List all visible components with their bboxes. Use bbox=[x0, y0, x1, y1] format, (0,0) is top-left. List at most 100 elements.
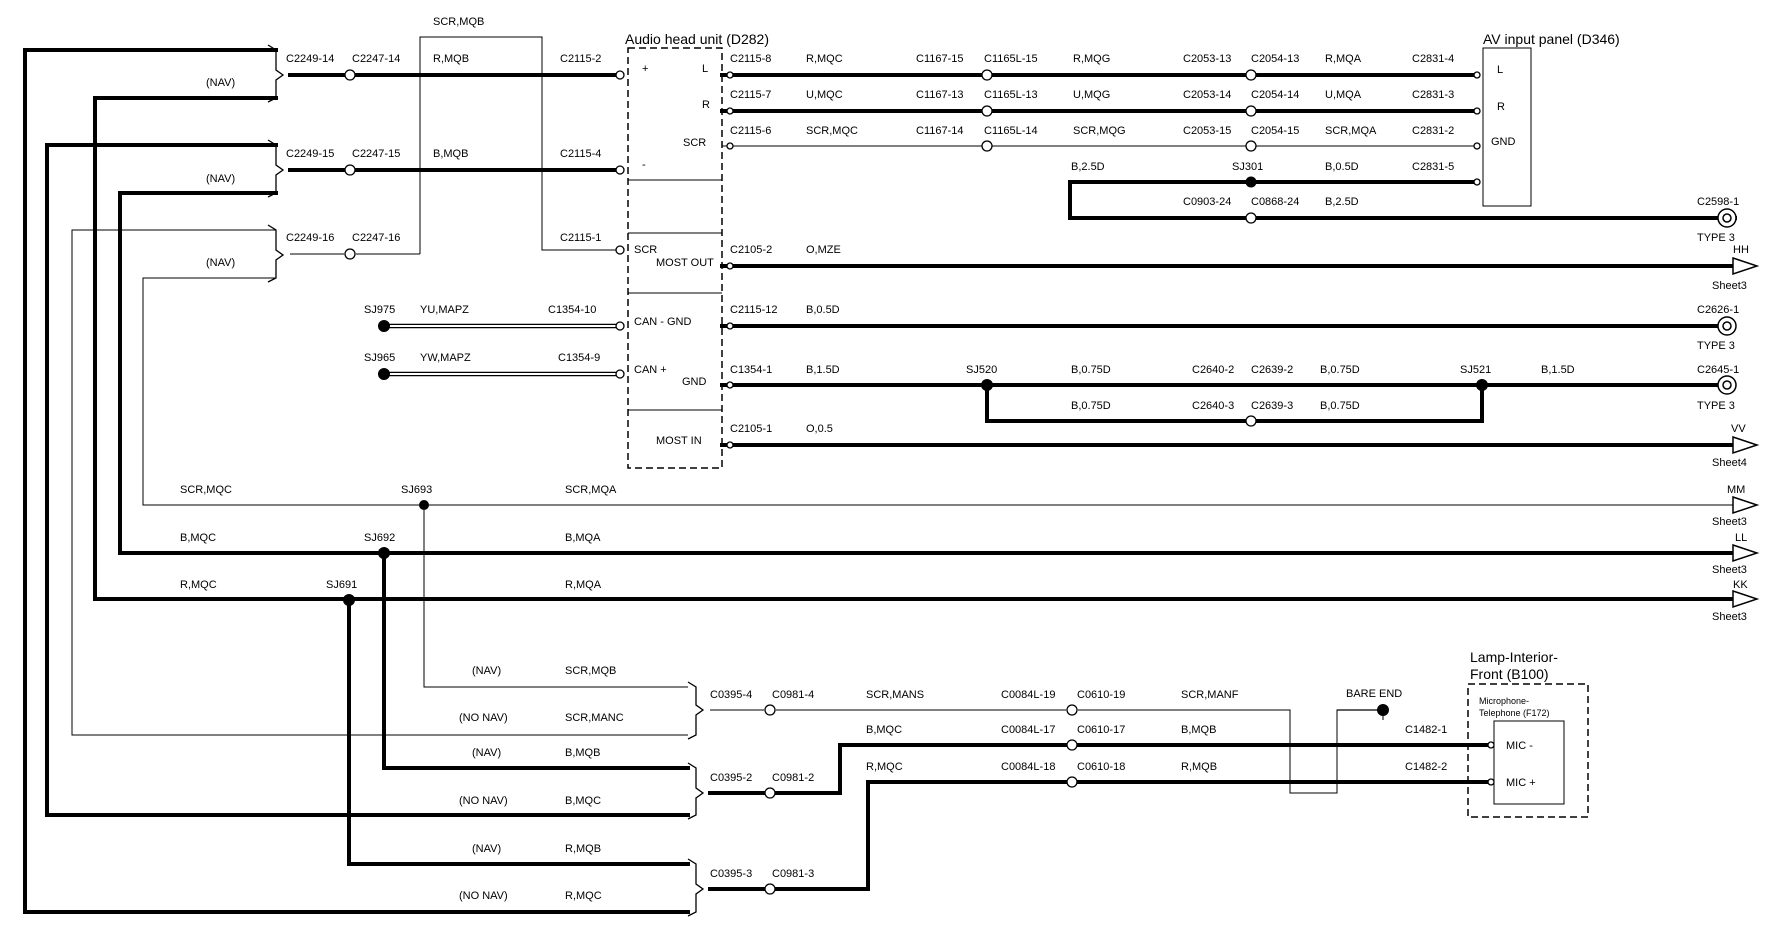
splice-label-sj692: SJ692 bbox=[364, 532, 395, 544]
audio-head-unit-title: Audio head unit (D282) bbox=[625, 31, 769, 47]
wl-r-mqc-low: R,MQC bbox=[565, 890, 602, 902]
conn-c2249-16: C2249-16 bbox=[286, 232, 334, 244]
offsheet-arrow-vv-icon bbox=[1732, 435, 1760, 455]
conn-c2598-1: C2598-1 bbox=[1697, 196, 1739, 208]
wl-r-mqb-mic: R,MQB bbox=[1181, 761, 1217, 773]
conn-c2831-4: C2831-4 bbox=[1412, 53, 1454, 65]
wl-b-mqc-mic: B,MQC bbox=[866, 724, 902, 736]
wl-r-mqc-l: R,MQC bbox=[806, 53, 843, 65]
opt-nav-2: (NAV) bbox=[206, 173, 235, 185]
conn-c2831-5: C2831-5 bbox=[1412, 161, 1454, 173]
pin-scr: SCR bbox=[683, 137, 706, 149]
conn-c0981-3: C0981-3 bbox=[772, 868, 814, 880]
wire-sj692-drop bbox=[382, 551, 690, 770]
wl-scr-mqc-mm: SCR,MQC bbox=[180, 484, 232, 496]
splice-sj965 bbox=[378, 368, 390, 380]
conn-c0903-24: C0903-24 bbox=[1183, 196, 1231, 208]
bracket-c0395-3 bbox=[687, 858, 705, 917]
av-pin-gnd: GND bbox=[1491, 136, 1516, 148]
microphone-telephone-box bbox=[1493, 720, 1565, 805]
offsheet-mm-sheet: Sheet3 bbox=[1712, 516, 1747, 528]
wl-b-mqb-top: B,MQB bbox=[433, 148, 468, 160]
splice-label-sj521: SJ521 bbox=[1460, 364, 1491, 376]
wire-b-mqc-b bbox=[774, 743, 1068, 795]
wire-b-mqb-upper bbox=[118, 191, 1737, 555]
offsheet-arrow-kk-icon bbox=[1732, 589, 1760, 609]
wire-scr-mqc-mm bbox=[142, 277, 1735, 506]
wl-scr-mans: SCR,MANS bbox=[866, 689, 924, 701]
wl-scr-mqc-s: SCR,MQC bbox=[806, 125, 858, 137]
splice-label-sj520: SJ520 bbox=[966, 364, 997, 376]
wire-sj693-drop bbox=[423, 505, 688, 688]
offsheet-arrows bbox=[1732, 256, 1760, 609]
wl-scr-mqb-top: SCR,MQB bbox=[433, 16, 484, 28]
conn-c0084l-19: C0084L-19 bbox=[1001, 689, 1055, 701]
pin-can-plus: CAN + bbox=[634, 364, 667, 376]
conn-c2115-1: C2115-1 bbox=[560, 232, 601, 244]
bracket-c0395-4 bbox=[687, 681, 705, 740]
conn-c1354-9: C1354-9 bbox=[558, 352, 600, 364]
conn-c2053-15: C2053-15 bbox=[1183, 125, 1231, 137]
splice-sj521 bbox=[1476, 379, 1488, 391]
wl-b-1-5d-b: B,1.5D bbox=[1541, 364, 1575, 376]
conn-c1165l-14: C1165L-14 bbox=[984, 125, 1038, 137]
conn-c2640-2: C2640-2 bbox=[1192, 364, 1234, 376]
wl-b-mqa-ll: B,MQA bbox=[565, 532, 601, 544]
conn-c2626-1: C2626-1 bbox=[1697, 304, 1739, 316]
pin-l: L bbox=[702, 63, 708, 75]
lamp-interior-front-box bbox=[1467, 683, 1589, 818]
opt-no-nav-5: (NO NAV) bbox=[459, 795, 508, 807]
splice-points bbox=[343, 176, 1488, 716]
conn-c2105-2: C2105-2 bbox=[730, 244, 772, 256]
wire-scr-mqb-shield-loop bbox=[419, 36, 622, 251]
conn-c2249-15: C2249-15 bbox=[286, 148, 334, 160]
wl-b-0-75d-b: B,0.75D bbox=[1320, 364, 1360, 376]
offsheet-ll: LL bbox=[1735, 532, 1747, 544]
conn-c0395-4: C0395-4 bbox=[710, 689, 752, 701]
conn-c2105-1: C2105-1 bbox=[730, 423, 772, 435]
wl-b-0-5d-can: B,0.5D bbox=[806, 304, 840, 316]
wl-r-mqa-l: R,MQA bbox=[1325, 53, 1362, 65]
pin-most-in: MOST IN bbox=[656, 435, 702, 447]
conn-c0084l-17: C0084L-17 bbox=[1001, 724, 1055, 736]
conn-c1482-1: C1482-1 bbox=[1405, 724, 1447, 736]
offsheet-kk-sheet: Sheet3 bbox=[1712, 611, 1747, 623]
ground-eyelets bbox=[1717, 208, 1737, 395]
wl-u-mqc-r: U,MQC bbox=[806, 89, 843, 101]
pin-gnd: GND bbox=[682, 376, 707, 388]
offsheet-ll-sheet: Sheet3 bbox=[1712, 564, 1747, 576]
conn-c2247-14: C2247-14 bbox=[352, 53, 400, 65]
wl-b-mqb-mic: B,MQB bbox=[1181, 724, 1216, 736]
conn-c2645-1: C2645-1 bbox=[1697, 364, 1739, 376]
conn-c2247-15: C2247-15 bbox=[352, 148, 400, 160]
wl-r-mqc-kk: R,MQC bbox=[180, 579, 217, 591]
splice-sj692 bbox=[378, 547, 390, 559]
pin-scr-2: SCR bbox=[634, 244, 657, 256]
wl-r-mqb-low: R,MQB bbox=[565, 843, 601, 855]
conn-c2249-14: C2249-14 bbox=[286, 53, 334, 65]
wl-b-0-75d-c: B,0.75D bbox=[1071, 400, 1111, 412]
offsheet-mm: MM bbox=[1727, 484, 1745, 496]
conn-c0981-2: C0981-2 bbox=[772, 772, 814, 784]
conn-c1167-13: C1167-13 bbox=[916, 89, 964, 101]
av-pin-l: L bbox=[1497, 64, 1503, 76]
wire-scr-manc bbox=[71, 229, 688, 736]
conn-c2115-4: C2115-4 bbox=[560, 148, 601, 160]
conn-c0084l-18: C0084L-18 bbox=[1001, 761, 1055, 773]
conn-c0610-19: C0610-19 bbox=[1077, 689, 1125, 701]
wl-r-mqb-top: R,MQB bbox=[433, 53, 469, 65]
conn-c0610-17: C0610-17 bbox=[1077, 724, 1125, 736]
splice-label-sj691: SJ691 bbox=[326, 579, 357, 591]
mic-title-1: Microphone- bbox=[1479, 696, 1529, 706]
av-pin-r: R bbox=[1497, 101, 1505, 113]
splice-sj691 bbox=[343, 594, 355, 606]
conn-c2831-2: C2831-2 bbox=[1412, 125, 1454, 137]
wl-b-0-75d-a: B,0.75D bbox=[1071, 364, 1111, 376]
pin-most-out: MOST OUT bbox=[656, 257, 714, 269]
conn-c1482-2: C1482-2 bbox=[1405, 761, 1447, 773]
av-input-panel-box bbox=[1482, 47, 1532, 207]
wire-gnd-b-2-5d bbox=[1068, 180, 1737, 220]
eyelet-type-2: TYPE 3 bbox=[1697, 340, 1735, 352]
lamp-interior-title-2: Front (B100) bbox=[1470, 666, 1549, 682]
pin-minus: - bbox=[642, 159, 646, 171]
